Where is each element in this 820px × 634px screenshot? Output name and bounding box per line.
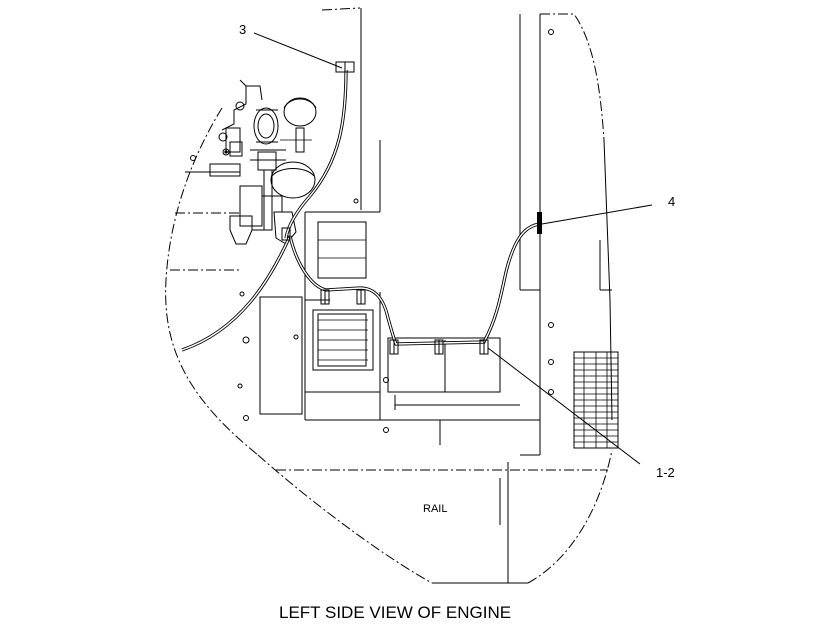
diagram-title: LEFT SIDE VIEW OF ENGINE [279, 603, 511, 622]
rail-label: RAIL [423, 503, 447, 515]
leader-line-4 [541, 204, 653, 225]
callout-1-2: 1-2 [656, 465, 675, 480]
leader-line-3 [253, 32, 343, 69]
harness-clips [281, 227, 489, 355]
leader-lines [253, 32, 653, 465]
accessory-cluster [190, 79, 317, 245]
intake-grille [573, 351, 619, 449]
callout-3: 3 [239, 22, 246, 37]
engine-block [170, 8, 612, 583]
engine-outline [165, 7, 613, 584]
leader-line-1-2 [487, 347, 641, 465]
callout-4: 4 [668, 194, 675, 209]
wiring-harness [181, 61, 542, 352]
